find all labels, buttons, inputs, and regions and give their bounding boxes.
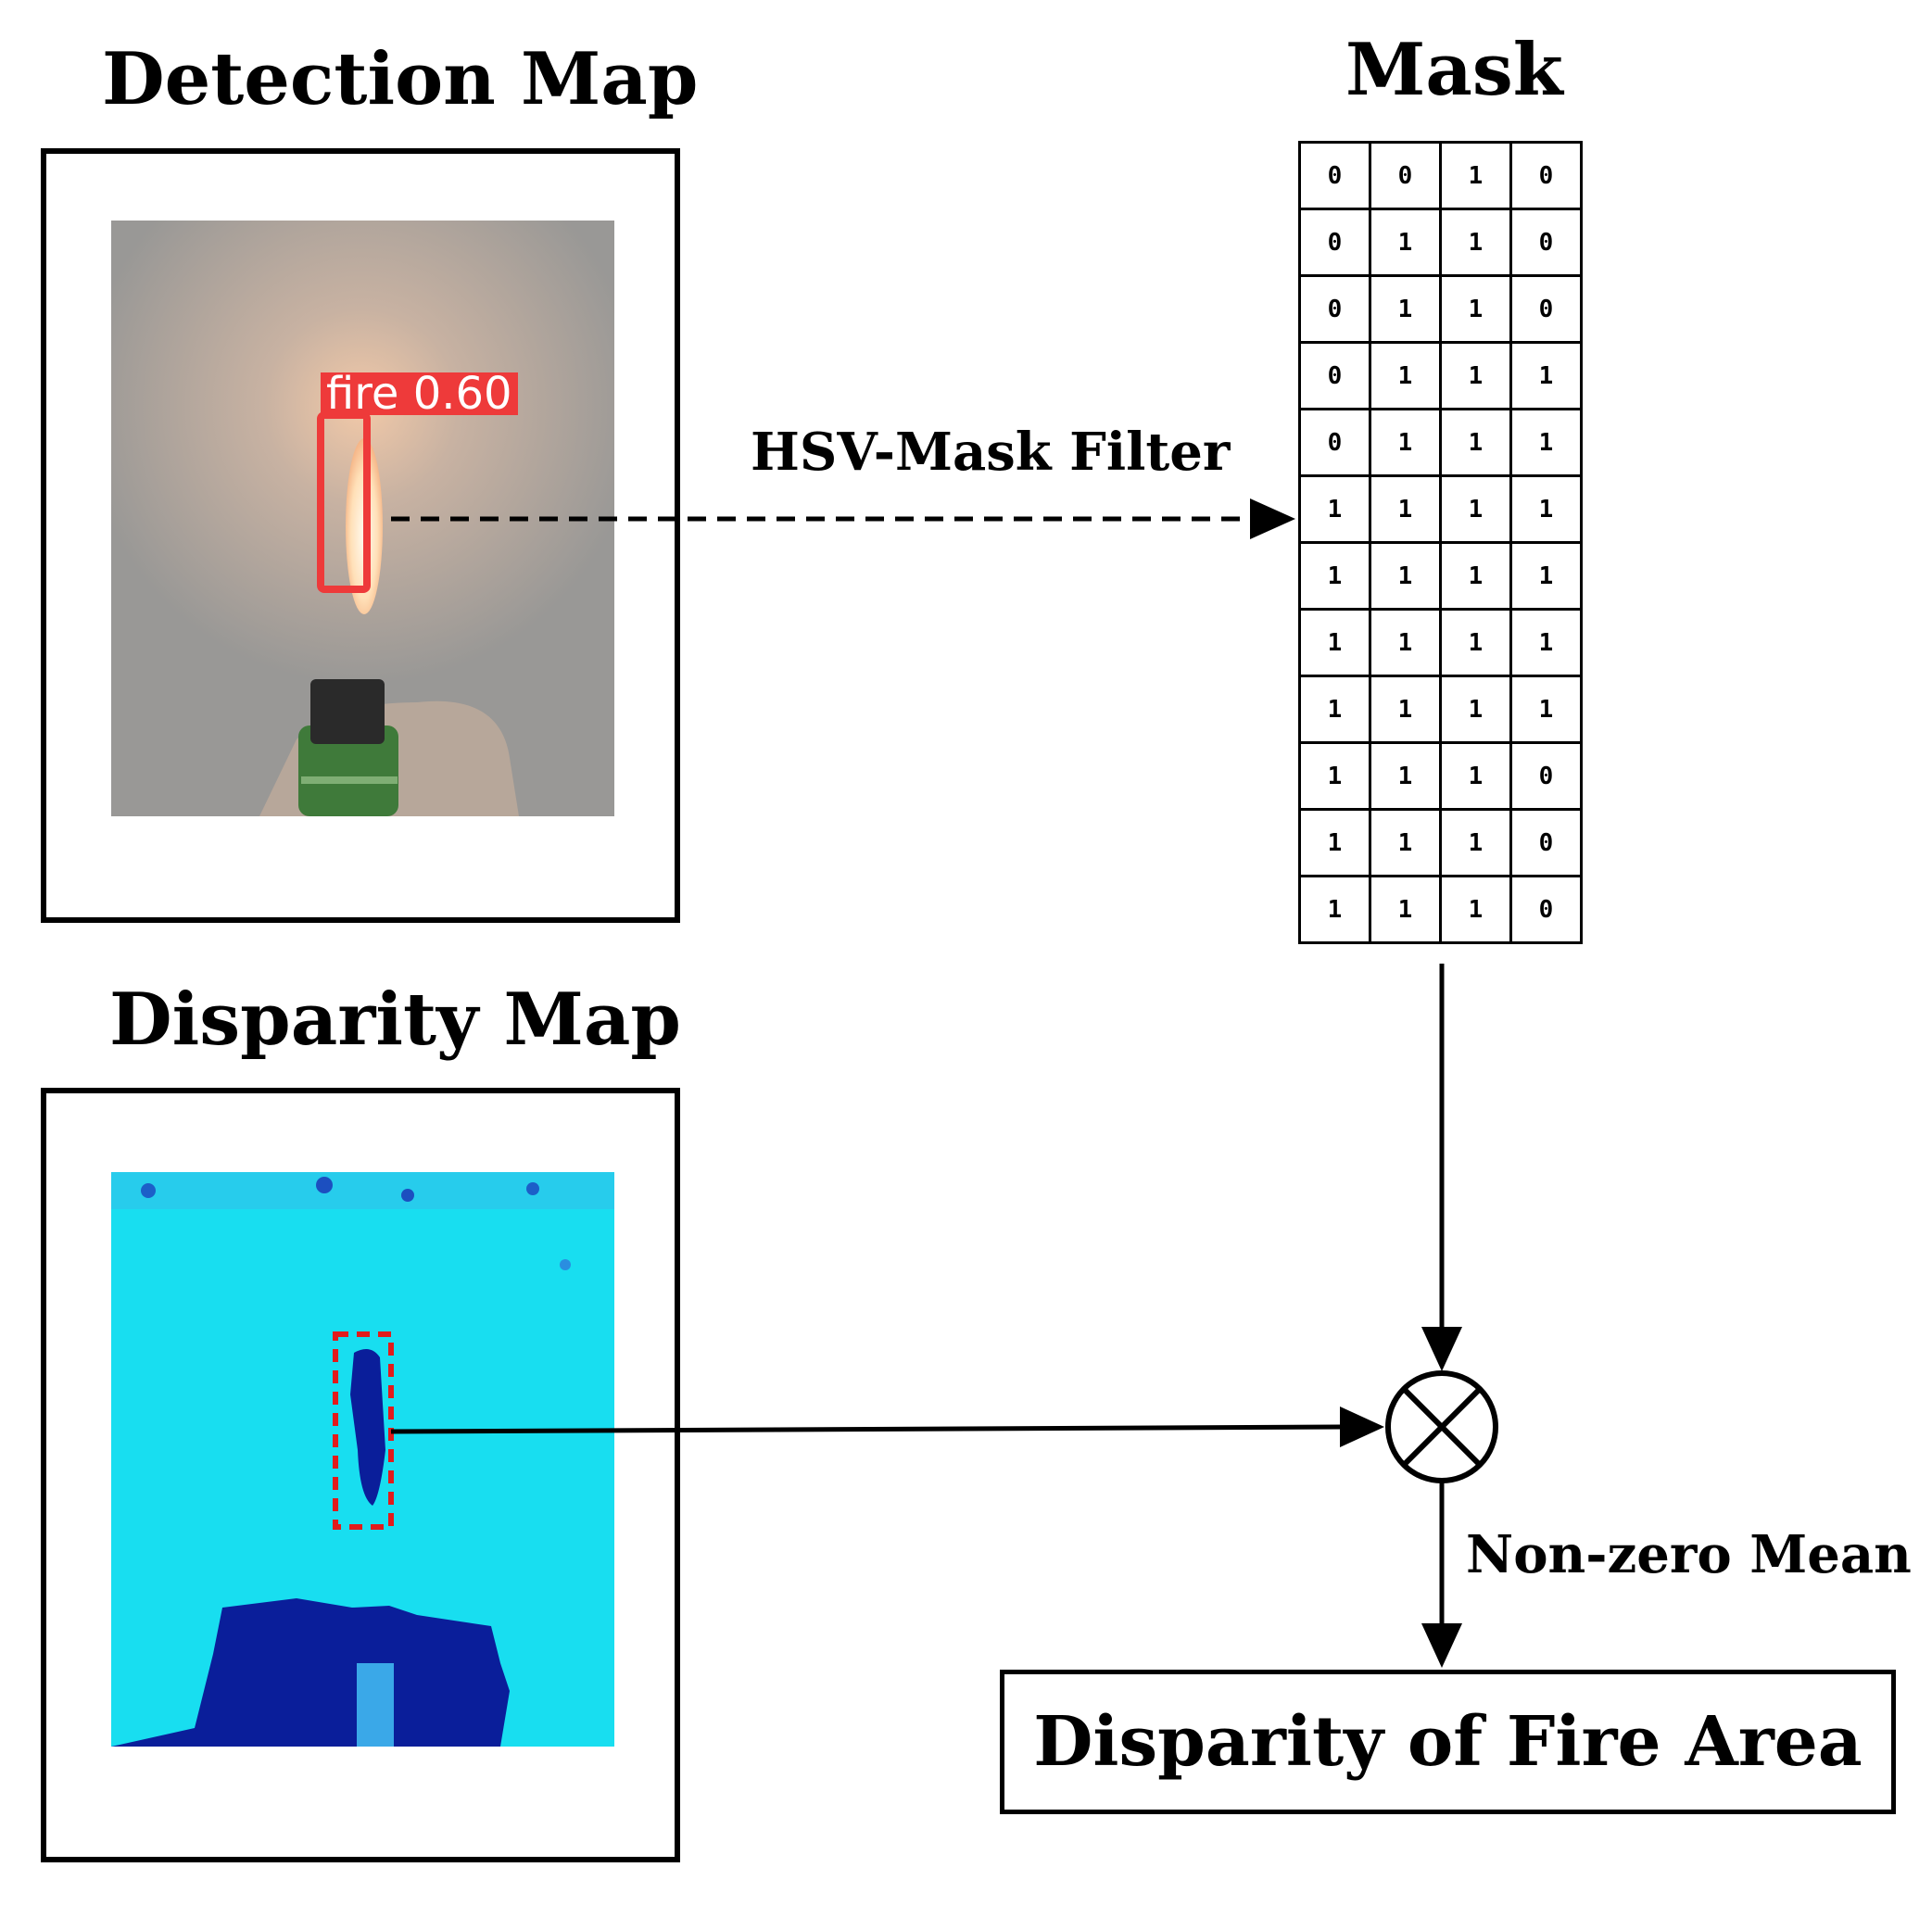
noise-blob: [141, 1183, 156, 1198]
mask-cell: 1: [1298, 741, 1371, 811]
mask-cell: 1: [1298, 608, 1371, 677]
detection-image: [111, 221, 614, 816]
mask-cell: 0: [1369, 141, 1442, 210]
non-zero-mean-label: Non-zero Mean: [1466, 1524, 1912, 1585]
mask-cell: 1: [1369, 808, 1442, 877]
mask-cell: 1: [1369, 608, 1442, 677]
mask-cell: 0: [1509, 208, 1583, 277]
mask-cell: 0: [1509, 875, 1583, 944]
mask-cell: 1: [1439, 875, 1512, 944]
mask-cell: 1: [1439, 408, 1512, 477]
mask-cell: 1: [1369, 741, 1442, 811]
mask-cell: 1: [1298, 474, 1371, 544]
mask-cell: 1: [1369, 274, 1442, 344]
noise-blob: [401, 1189, 414, 1202]
mask-cell: 1: [1509, 541, 1583, 611]
fire-detection-label: fire 0.60: [321, 372, 518, 416]
multiply-node-cross: [1401, 1386, 1483, 1468]
multiply-to-result-arrow-head: [1421, 1623, 1462, 1668]
mask-cell: 1: [1509, 408, 1583, 477]
mask-cell: 1: [1439, 741, 1512, 811]
noise-blob: [316, 1177, 333, 1193]
mask-cell: 0: [1298, 141, 1371, 210]
mask-cell: 1: [1439, 141, 1512, 210]
mask-cell: 0: [1509, 741, 1583, 811]
mask-cell: 1: [1439, 541, 1512, 611]
mask-cell: 0: [1509, 141, 1583, 210]
fire-disparity-region: [350, 1349, 385, 1506]
lighter-disparity-region: [111, 1598, 510, 1747]
noise-blob: [560, 1259, 571, 1270]
mask-cell: 1: [1439, 274, 1512, 344]
mask-cell: 0: [1298, 341, 1371, 410]
mask-cell: 0: [1509, 274, 1583, 344]
lighter-disparity-gap: [357, 1663, 394, 1747]
disparity-of-fire-area-box: Disparity of Fire Area: [1000, 1670, 1896, 1814]
hsv-mask-filter-label: HSV-Mask Filter: [751, 422, 1231, 483]
mask-cell: 0: [1509, 808, 1583, 877]
detection-map-title: Detection Map: [102, 37, 699, 121]
mask-cell: 0: [1298, 208, 1371, 277]
mask-cell: 1: [1298, 875, 1371, 944]
lighter-top: [310, 679, 385, 744]
mask-cell: 0: [1298, 408, 1371, 477]
hsv-filter-arrow-head: [1250, 498, 1295, 539]
mask-title: Mask: [1345, 28, 1563, 112]
mask-cell: 1: [1298, 541, 1371, 611]
mask-cell: 1: [1369, 675, 1442, 744]
noise-blob: [526, 1182, 539, 1195]
fire-region-dashed-box: [333, 1331, 394, 1530]
mask-cell: 1: [1509, 608, 1583, 677]
mask-cell: 1: [1509, 474, 1583, 544]
mask-cell: 1: [1369, 875, 1442, 944]
mask-cell: 1: [1298, 675, 1371, 744]
mask-cell: 1: [1369, 408, 1442, 477]
mask-to-multiply-arrow-head: [1421, 1327, 1462, 1371]
mask-cell: 1: [1439, 208, 1512, 277]
mask-cell: 1: [1439, 808, 1512, 877]
disparity-map-title: Disparity Map: [109, 978, 681, 1062]
disparity-to-multiply-arrow-head: [1340, 1407, 1384, 1447]
mask-cell: 1: [1298, 808, 1371, 877]
mask-cell: 1: [1439, 675, 1512, 744]
mask-cell: 1: [1439, 474, 1512, 544]
mask-cell: 1: [1509, 675, 1583, 744]
mask-cell: 1: [1369, 208, 1442, 277]
mask-cell: 1: [1369, 541, 1442, 611]
fire-bounding-box: [317, 411, 371, 593]
lighter-stripe: [301, 776, 398, 784]
mask-cell: 1: [1369, 341, 1442, 410]
disparity-to-multiply-line: [390, 1424, 1342, 1434]
mask-cell: 1: [1439, 608, 1512, 677]
lighter-body: [298, 725, 398, 816]
mask-cell: 1: [1509, 341, 1583, 410]
mask-cell: 0: [1298, 274, 1371, 344]
mask-cell: 1: [1439, 341, 1512, 410]
disparity-image: [111, 1172, 614, 1747]
mask-cell: 1: [1369, 474, 1442, 544]
